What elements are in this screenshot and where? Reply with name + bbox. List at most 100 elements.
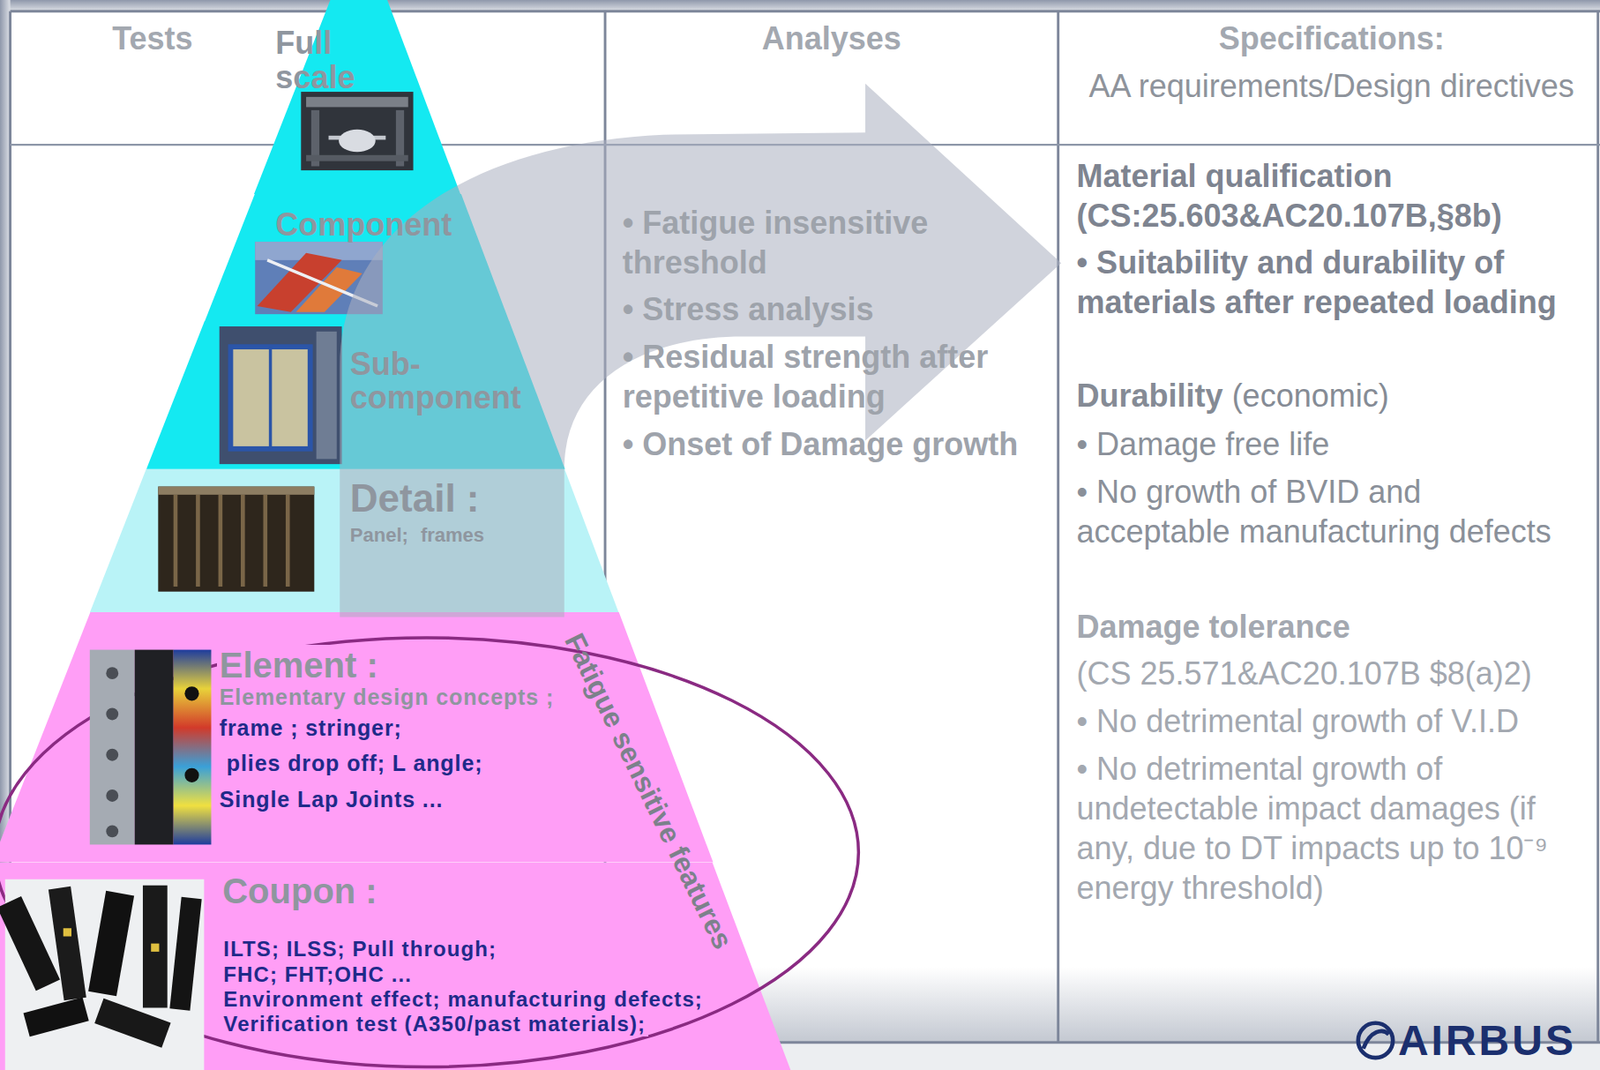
photo-detail	[105, 666, 119, 680]
text-slot: Analyses	[434, 20, 1229, 58]
text-slot: • Onset of Damage growth	[622, 424, 1019, 464]
level-title: Coupon :	[219, 870, 381, 912]
text-slot: Verification test (A350/past materials);	[223, 1010, 649, 1037]
spec-note: (CS 25.571&AC20.107B $8(a)2)	[1076, 653, 1533, 694]
photo-detail	[48, 886, 87, 1001]
frame-line	[1596, 11, 1600, 1043]
photo-detail	[184, 686, 199, 701]
spec-item: • Damage free life	[1076, 424, 1331, 464]
coupon-photo	[0, 879, 204, 1070]
text-slot: Durability(economic)	[1076, 375, 1390, 416]
text-slot: • Fatigue insensitive threshold	[622, 202, 1041, 283]
element-photo	[89, 650, 212, 845]
level-detail: Verification test (A350/past materials);	[220, 1010, 649, 1037]
text-slot: • Stress analysis	[622, 289, 875, 329]
sub-component-photo	[219, 326, 343, 464]
level-title: Detail :	[350, 476, 480, 521]
analysis-item: • Stress analysis	[622, 289, 875, 329]
logo-icon	[1358, 1023, 1393, 1058]
photo-detail	[306, 155, 409, 162]
text-slot: AA requirements/Design directives	[934, 67, 1600, 105]
column-header: Specifications:	[1218, 20, 1445, 58]
photo-ground	[219, 326, 343, 464]
level-detail: Single Lap Joints ...	[216, 785, 447, 813]
text-slot: • Suitability and durability of material…	[1076, 242, 1571, 322]
text-slot: Element :	[219, 644, 382, 686]
text-slot: • Residual strength after repetitive loa…	[622, 336, 1041, 417]
text-slot: plies drop off; L angle;	[226, 749, 486, 777]
text-slot: Coupon :	[222, 870, 381, 912]
photo-detail	[105, 748, 119, 762]
text-slot: • No detrimental growth of V.I.D	[1076, 701, 1571, 741]
spec-item: • No growth of BVID and acceptable manuf…	[1076, 471, 1571, 552]
level-band	[0, 862, 793, 1070]
photo-detail	[157, 486, 315, 495]
spec-item: • Suitability and durability of material…	[1076, 242, 1571, 322]
logo-ring	[1358, 1023, 1393, 1058]
spec-item: • No detrimental growth of V.I.D	[1076, 701, 1520, 741]
flow-arrow	[339, 83, 1062, 618]
photo-detail	[150, 943, 159, 952]
level-band	[0, 612, 713, 862]
level-title: Full scale	[275, 25, 382, 95]
frame-line	[10, 9, 1600, 13]
column-header: Tests	[112, 20, 193, 58]
photo-detail	[94, 998, 171, 1048]
text-slot: Specifications:	[934, 20, 1600, 58]
photo-detail	[105, 789, 119, 802]
level-band	[254, 0, 461, 195]
photo-detail	[23, 996, 90, 1037]
level-detail: Panel; frames	[350, 523, 485, 548]
text-slot: FHC; FHT;OHC ...	[223, 961, 415, 987]
text-slot: ILTS; ILSS; Pull through;	[223, 935, 500, 962]
column-subheader: AA requirements/Design directives	[1089, 67, 1575, 105]
spec-title: Durability	[1076, 375, 1224, 416]
full-scale-photo	[300, 91, 413, 171]
spec-note: (economic)	[1232, 375, 1390, 416]
text-slot: AIRBUS	[1398, 1017, 1577, 1064]
text-slot: Full scale	[275, 25, 382, 95]
photo-detail	[306, 97, 409, 108]
photo-ground	[300, 91, 413, 171]
level-detail: frame ; stringer;	[216, 714, 405, 741]
photo-detail	[175, 494, 288, 587]
photo-detail	[230, 346, 310, 449]
level-title: Sub- component	[350, 347, 527, 415]
photo-detail	[173, 650, 212, 845]
text-slot: Panel; frames	[350, 523, 485, 548]
level-detail: Environment effect; manufacturing defect…	[220, 986, 706, 1012]
photo-detail	[142, 885, 168, 1009]
photo-detail	[269, 346, 272, 449]
photo-detail	[338, 129, 376, 152]
text-slot: Environment effect; manufacturing defect…	[223, 986, 706, 1012]
level-detail: FHC; FHT;OHC ...	[220, 961, 415, 987]
text-slot: (CS 25.571&AC20.107B $8(a)2)	[1076, 653, 1533, 694]
spec-item: • No detrimental growth of undetectable …	[1076, 748, 1571, 908]
text-slot: Tests	[112, 20, 193, 58]
text-slot: Damage tolerance	[1076, 606, 1351, 647]
text-slot: frame ; stringer;	[219, 714, 405, 741]
text-slot: Component	[275, 207, 452, 243]
level-detail: Elementary design concepts ;	[216, 683, 557, 711]
text-slot: • No growth of BVID and acceptable manuf…	[1076, 471, 1571, 552]
analysis-item: • Fatigue insensitive threshold	[622, 202, 1041, 283]
photo-detail	[0, 896, 60, 991]
photo-detail	[105, 824, 119, 838]
photo-detail	[88, 890, 135, 996]
photo-detail	[316, 331, 337, 460]
text-slot: • No detrimental growth of undetectable …	[1076, 748, 1571, 908]
spec-title: Material qualification (CS:25.603&AC20.1…	[1076, 156, 1571, 236]
spec-title: Damage tolerance	[1076, 606, 1351, 647]
text-slot: • Damage free life	[1076, 424, 1331, 464]
text-slot: Detail :	[350, 476, 480, 521]
photo-detail	[134, 650, 174, 845]
column-line	[1056, 11, 1060, 1043]
photo-detail	[184, 768, 199, 783]
photo-ground	[89, 650, 135, 845]
logo-text: AIRBUS	[1398, 1017, 1577, 1064]
text-slot: Elementary design concepts ;	[219, 683, 557, 711]
logo-swirl	[1363, 1031, 1390, 1049]
photo-detail	[169, 897, 202, 1011]
detail-photo	[157, 486, 315, 592]
